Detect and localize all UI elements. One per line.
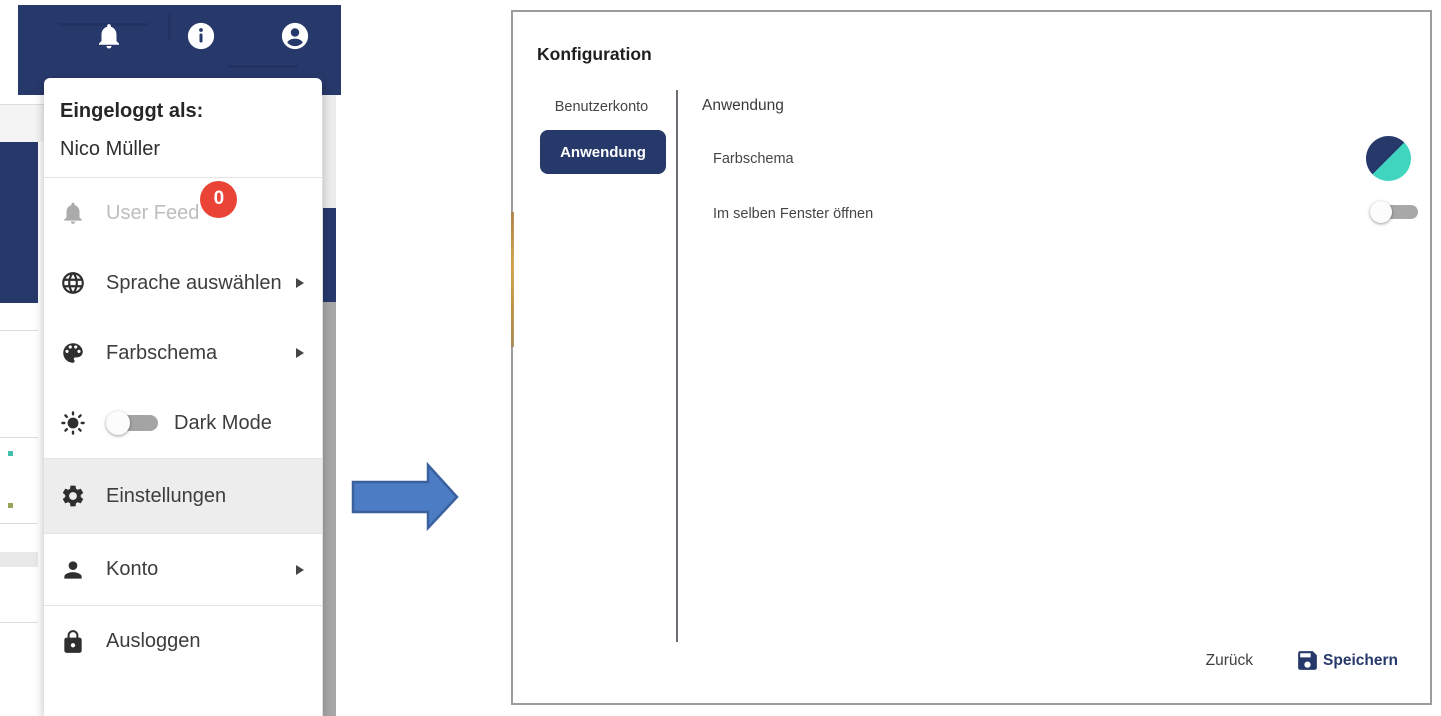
gear-icon [60,483,86,509]
palette-icon [60,340,86,366]
configuration-dialog: Konfiguration Benutzerkonto Anwendung An… [511,10,1432,705]
menu-item-label: Dark Mode [174,411,272,434]
user-menu-header: Eingeloggt als: Nico Müller [44,78,322,177]
menu-item-language[interactable]: Sprache auswählen [44,248,322,318]
menu-item-settings[interactable]: Einstellungen [44,459,322,533]
save-button[interactable]: Speichern [1295,648,1398,673]
page-fragment-speck [8,451,13,456]
menu-item-color-scheme[interactable]: Farbschema [44,318,322,388]
page-fragment-row [0,552,38,567]
divider [44,177,322,178]
divider [676,90,678,642]
divider [44,533,322,534]
divider [44,458,322,459]
save-button-label: Speichern [1323,651,1398,669]
chevron-right-icon [296,348,304,358]
annotation-arrow-icon [351,461,459,532]
page-fragment-line [0,523,38,524]
chevron-right-icon [296,278,304,288]
page-fragment-banner [0,142,38,303]
dialog-title: Konfiguration [537,44,652,64]
notifications-bell-icon[interactable] [94,21,124,51]
header-pattern [168,13,171,39]
same-window-toggle[interactable] [1370,201,1418,223]
page-fragment-line [0,104,44,105]
page-fragment-banner [323,208,336,302]
tab-benutzerkonto[interactable]: Benutzerkonto [554,99,649,115]
tab-anwendung[interactable]: Anwendung [540,130,666,174]
menu-item-account[interactable]: Konto [44,534,322,605]
sun-icon [60,410,86,436]
page-fragment-line [0,622,38,623]
menu-item-logout[interactable]: Ausloggen [44,606,322,677]
globe-icon [60,270,86,296]
notification-badge: 0 [200,180,238,218]
account-icon[interactable] [280,21,310,51]
chevron-right-icon [296,564,304,575]
info-icon[interactable] [186,21,216,51]
divider [44,605,322,606]
toggle-knob [1370,201,1392,223]
toggle-knob [106,411,130,435]
menu-item-label: Ausloggen [106,630,201,652]
menu-item-label: Einstellungen [106,484,227,507]
header-pattern [228,65,298,68]
scrollbar-track [323,95,336,208]
menu-item-label: Farbschema [106,341,218,364]
dialog-footer: Zurück Speichern [1206,648,1398,673]
menu-item-dark-mode[interactable]: Dark Mode [44,388,322,458]
setting-label-farbschema: Farbschema [713,151,794,167]
dark-mode-toggle[interactable] [106,411,158,435]
header-pattern [58,23,148,26]
page-fragment-line [0,437,38,438]
logged-in-label: Eingeloggt als: [60,100,204,122]
bell-icon [60,200,86,226]
setting-label-same-window: Im selben Fenster öffnen [713,206,874,222]
page-fragment-line [0,330,38,331]
user-name: Nico Müller [60,138,161,160]
page-fragment-speck [8,503,13,508]
save-icon [1298,651,1317,670]
lock-icon [60,629,86,655]
color-scheme-swatch[interactable] [1366,136,1411,181]
page-fragment-artifact [511,212,514,347]
page-scrollbar[interactable] [323,302,336,716]
section-heading: Anwendung [702,97,784,114]
back-button[interactable]: Zurück [1205,651,1254,669]
person-icon [60,557,86,583]
menu-item-label: Konto [106,558,159,580]
menu-item-label: Sprache auswählen [106,271,282,294]
page-fragment-row [0,105,44,142]
